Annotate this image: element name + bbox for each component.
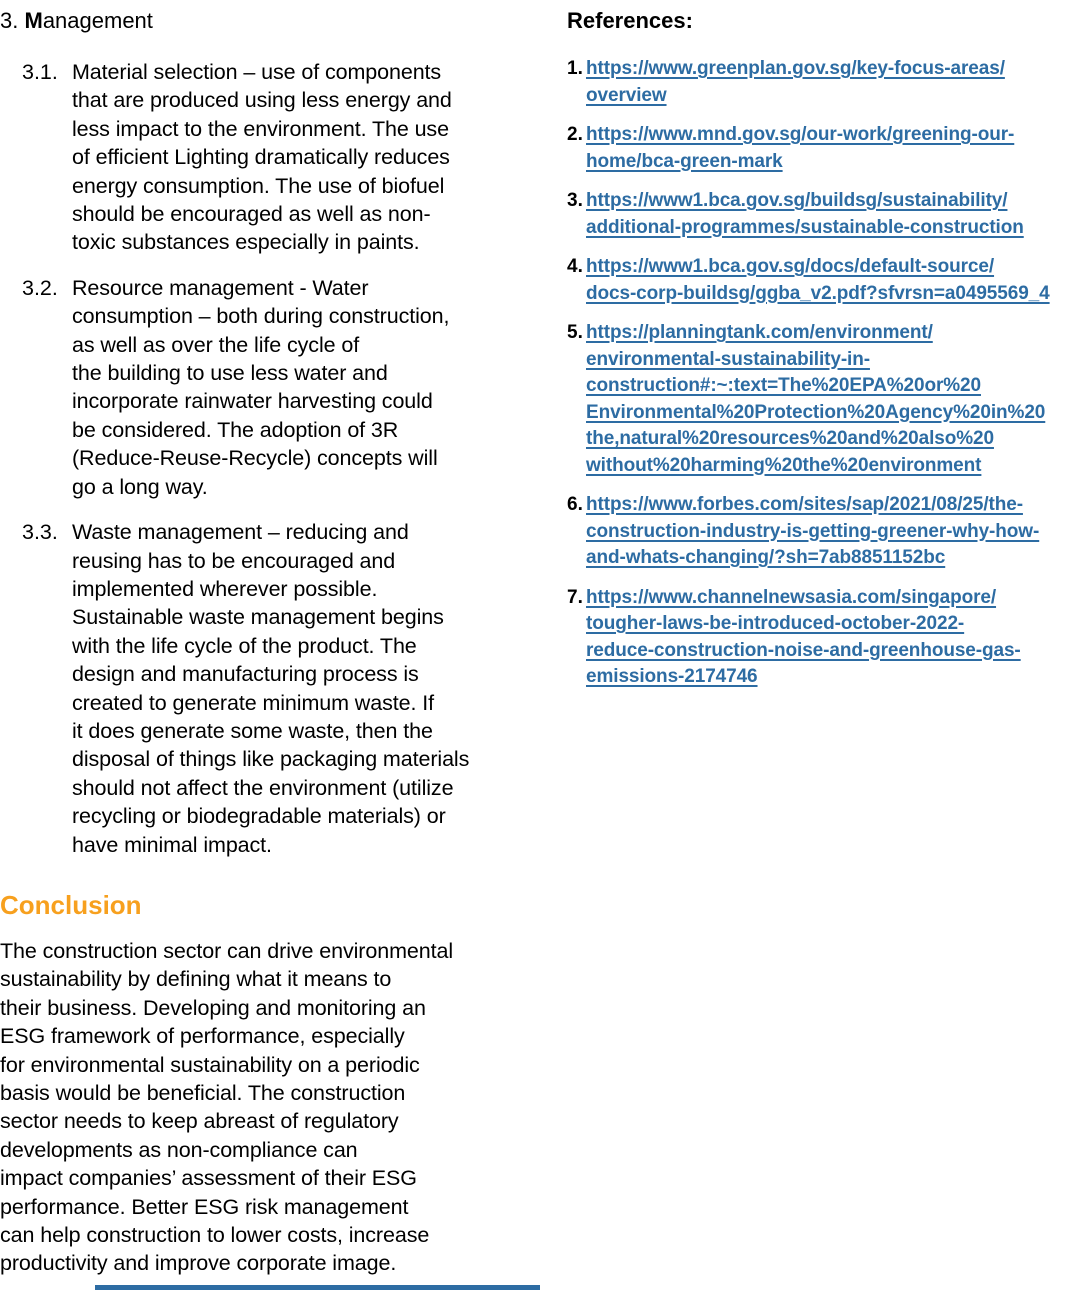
footer-accent-bar	[95, 1285, 540, 1290]
reference-link: https://planningtank.com/environment/env…	[586, 320, 1045, 479]
references-list: 1.https://www.greenplan.gov.sg/key-focus…	[567, 56, 1078, 691]
reference-link-line[interactable]: environmental-sustainability-in-	[586, 348, 870, 370]
section-title-rest: anagement	[42, 8, 153, 33]
section-heading: 3. Management	[0, 6, 545, 36]
reference-link-line[interactable]: https://www.channelnewsasia.com/singapor…	[586, 586, 997, 608]
reference-link-line[interactable]: the,natural%20resources%20and%20also%20	[586, 428, 994, 449]
subsection-list: 3.1. Material selection – use of compone…	[0, 58, 545, 859]
reference-link: https://www.mnd.gov.sg/our-work/greening…	[586, 122, 1014, 175]
reference-link-line[interactable]: https://www.greenplan.gov.sg/key-focus-a…	[586, 58, 1005, 79]
reference-item: 6.https://www.forbes.com/sites/sap/2021/…	[567, 492, 1078, 572]
reference-link-line[interactable]: home/bca-green-mark	[586, 150, 783, 172]
reference-link-line[interactable]: https://www.mnd.gov.sg/our-work/greening…	[586, 124, 1015, 145]
reference-link-line[interactable]: Environmental%20Protection%20Agency%20in…	[586, 401, 1046, 423]
reference-link: https://www1.bca.gov.sg/docs/default-sou…	[586, 254, 1050, 307]
reference-item: 2.https://www.mnd.gov.sg/our-work/greeni…	[567, 122, 1078, 175]
references-column: References: 1.https://www.greenplan.gov.…	[567, 6, 1078, 704]
reference-item: 3.https://www1.bca.gov.sg/buildsg/sustai…	[567, 188, 1078, 241]
subsection-number: 3.3.	[22, 520, 58, 545]
reference-link-line[interactable]: https://www1.bca.gov.sg/docs/default-sou…	[586, 256, 995, 277]
conclusion-paragraph: The construction sector can drive enviro…	[0, 938, 453, 1276]
section-title-bold-letter: M	[24, 8, 43, 33]
reference-number: 2.	[567, 124, 583, 145]
reference-item: 7.https://www.channelnewsasia.com/singap…	[567, 585, 1078, 691]
reference-number: 5.	[567, 322, 583, 343]
subsection-item-3-3: 3.3. Waste management – reducing and reu…	[0, 518, 545, 859]
subsection-number: 3.1.	[22, 60, 58, 84]
reference-link-line[interactable]: and-whats-changing/?sh=7ab8851152bc	[586, 547, 946, 568]
subsection-item-3-2: 3.2. Resource management - Water consump…	[0, 274, 545, 501]
reference-link-line[interactable]: reduce-construction-noise-and-greenhouse…	[586, 639, 1021, 661]
reference-link-line[interactable]: emissions-2174746	[586, 666, 758, 687]
reference-number: 1.	[567, 58, 583, 79]
reference-link-line[interactable]: docs-corp-buildsg/ggba_v2.pdf?sfvrsn=a04…	[586, 282, 1050, 304]
reference-link: https://www1.bca.gov.sg/buildsg/sustaina…	[586, 188, 1024, 241]
reference-link-line[interactable]: without%20harming%20the%20environment	[586, 454, 982, 476]
reference-link: https://www.channelnewsasia.com/singapor…	[586, 585, 1021, 691]
reference-link: https://www.forbes.com/sites/sap/2021/08…	[586, 492, 1039, 572]
reference-item: 4.https://www1.bca.gov.sg/docs/default-s…	[567, 254, 1078, 307]
section-number: 3.	[0, 8, 19, 33]
subsection-text: Waste management – reducing and reusing …	[72, 520, 470, 857]
reference-link-line[interactable]: additional-programmes/sustainable-constr…	[586, 216, 1024, 238]
reference-link-line[interactable]: https://planningtank.com/environment/	[586, 322, 933, 343]
reference-link-line[interactable]: overview	[586, 84, 667, 106]
subsection-number: 3.2.	[22, 275, 58, 300]
reference-link-line[interactable]: https://www.forbes.com/sites/sap/2021/08…	[586, 494, 1023, 515]
reference-item: 5.https://planningtank.com/environment/e…	[567, 320, 1078, 479]
subsection-item-3-1: 3.1. Material selection – use of compone…	[0, 58, 545, 257]
reference-link-line[interactable]: tougher-laws-be-introduced-october-2022-	[586, 613, 965, 634]
left-column: 3. Management 3.1. Material selection – …	[0, 6, 545, 1278]
reference-item: 1.https://www.greenplan.gov.sg/key-focus…	[567, 56, 1078, 109]
reference-link: https://www.greenplan.gov.sg/key-focus-a…	[586, 56, 1005, 109]
reference-link-line[interactable]: construction-industry-is-getting-greener…	[586, 520, 1040, 542]
reference-number: 3.	[567, 190, 583, 211]
reference-link-line[interactable]: https://www1.bca.gov.sg/buildsg/sustaina…	[586, 190, 1008, 211]
subsection-text: Resource management - Water consumption …	[72, 275, 450, 499]
references-heading: References:	[567, 8, 693, 33]
reference-number: 4.	[567, 256, 583, 277]
reference-number: 6.	[567, 494, 583, 515]
reference-number: 7.	[567, 586, 583, 608]
conclusion-heading: Conclusion	[0, 889, 142, 920]
subsection-text: Material selection – use of components t…	[72, 60, 452, 255]
reference-link-line[interactable]: construction#:~:text=The%20EPA%20or%20	[586, 375, 981, 396]
